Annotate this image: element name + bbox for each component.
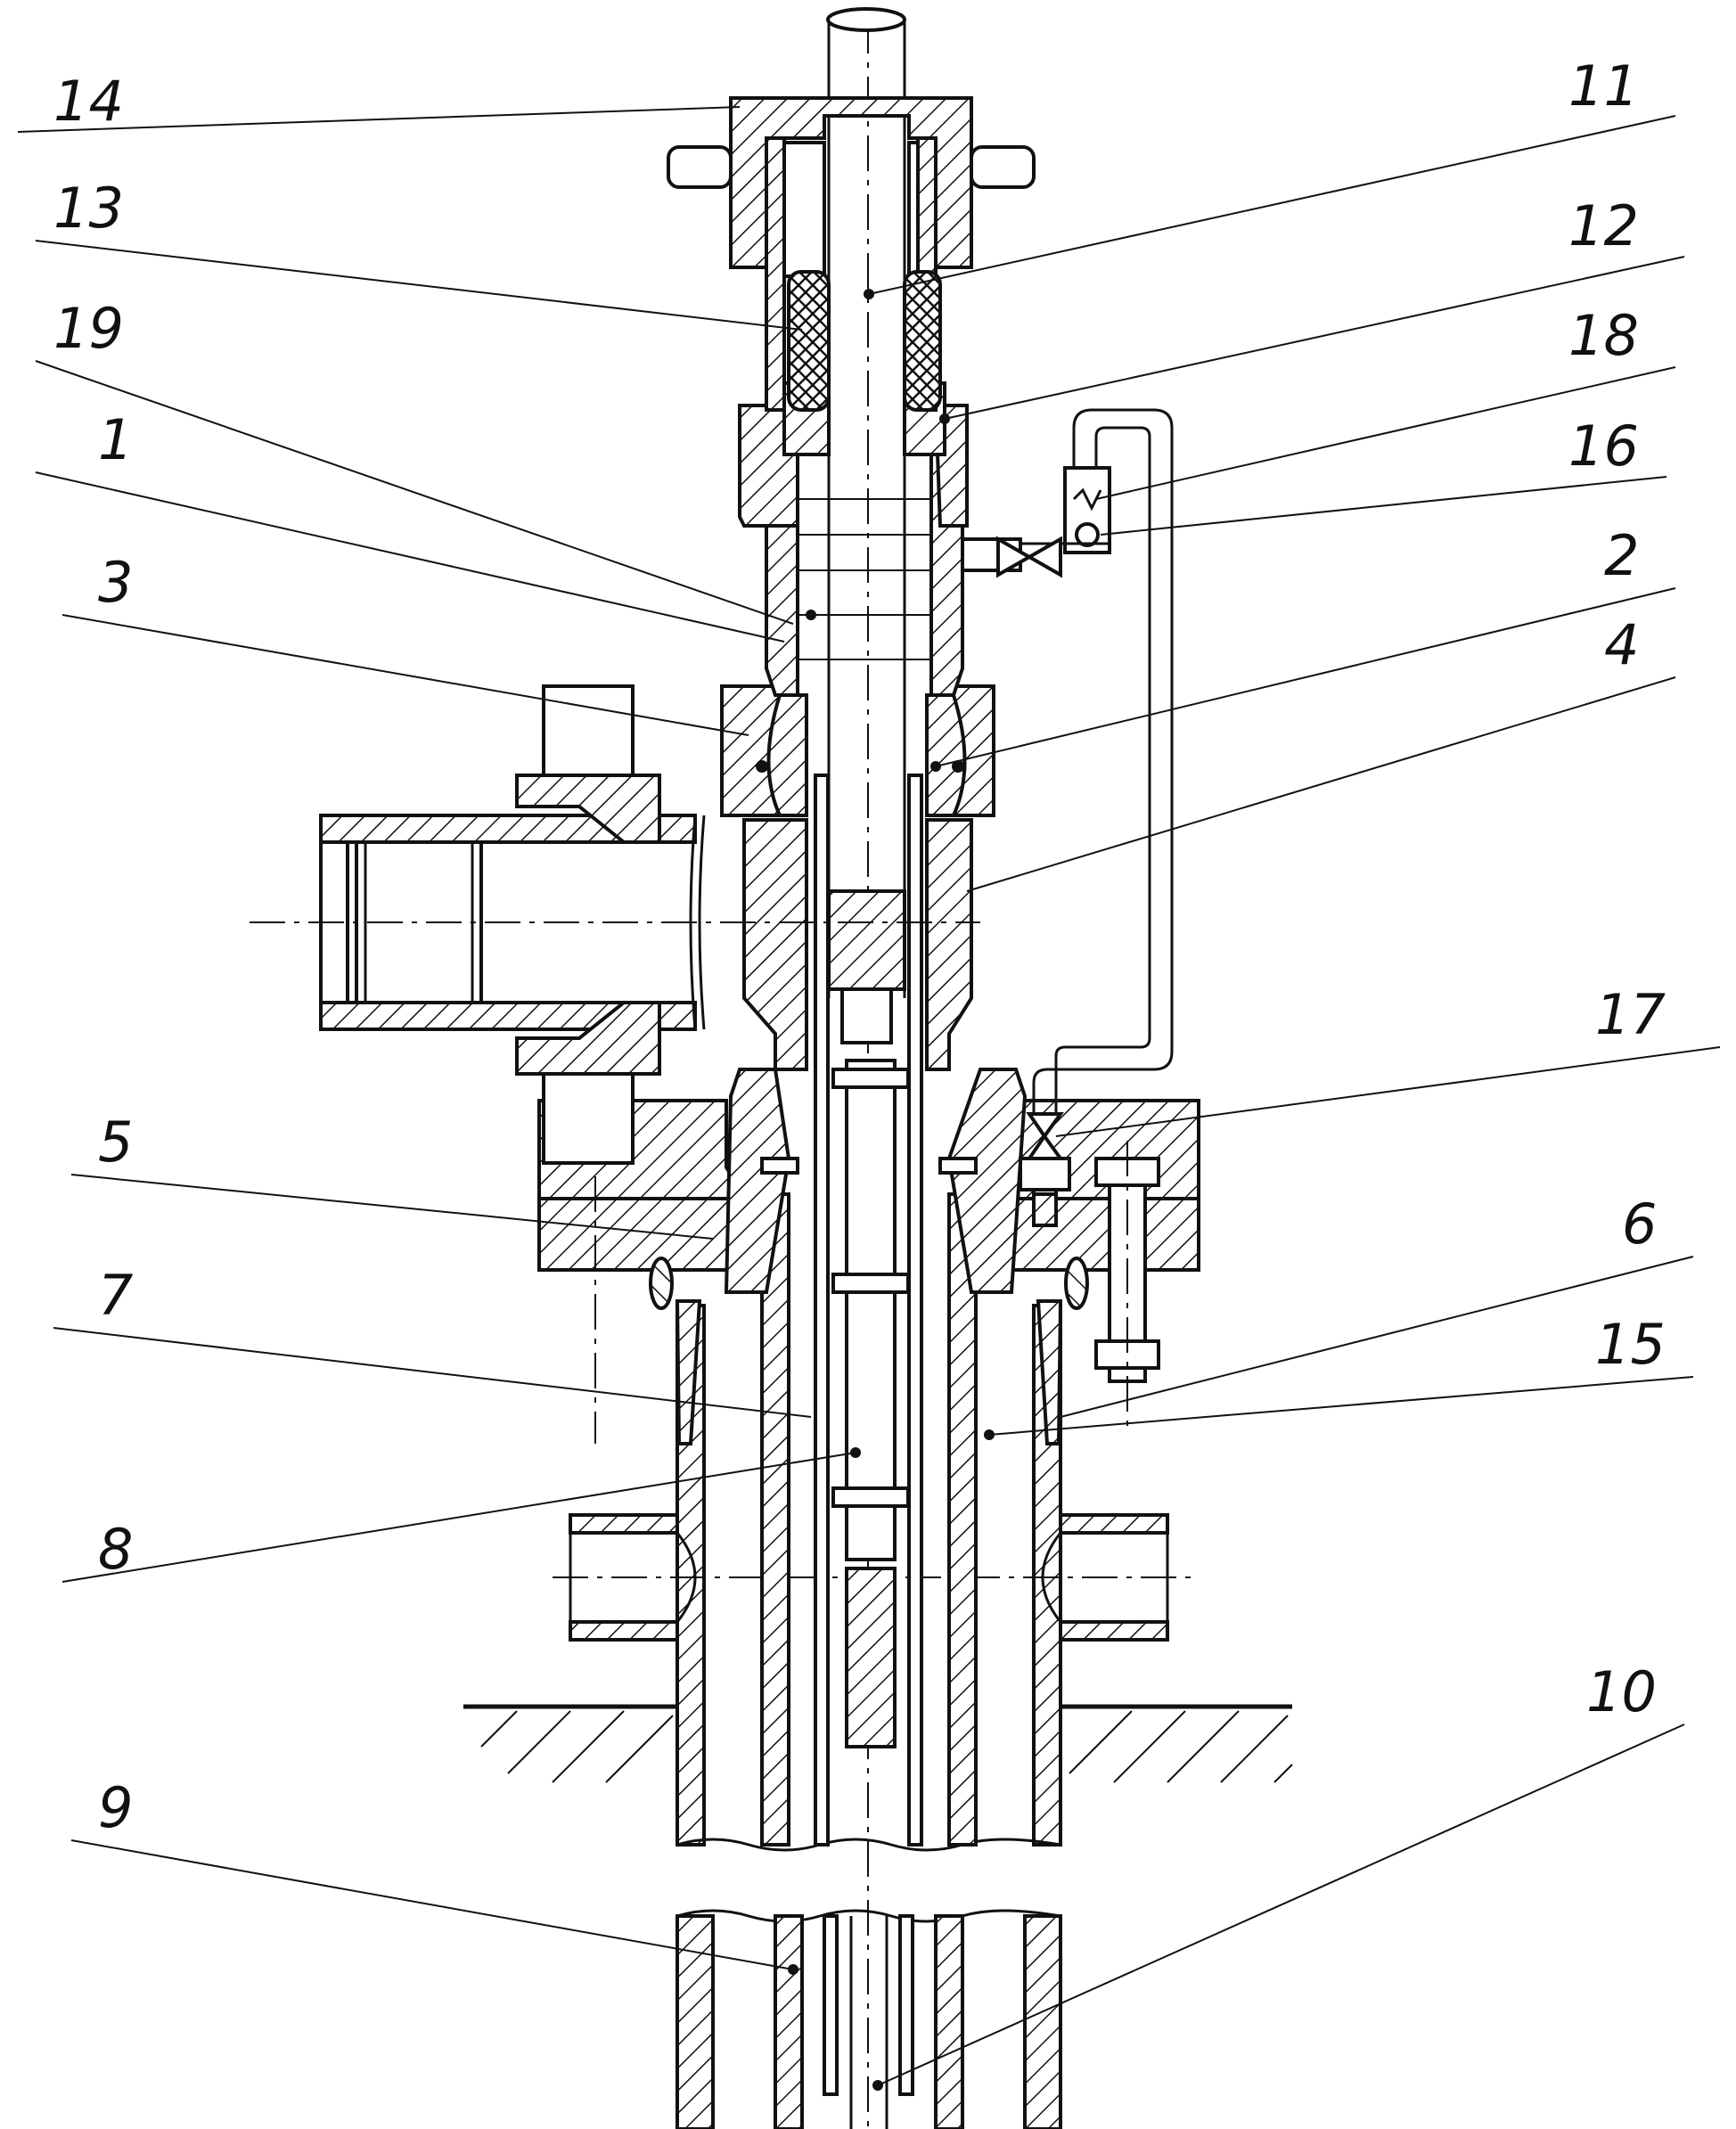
leader-lines bbox=[17, 106, 1721, 2086]
gasket-rings bbox=[649, 1257, 1089, 1310]
callout-6: 6 bbox=[1622, 1191, 1657, 1257]
side-outlet bbox=[250, 684, 980, 1165]
shutoff-valve-upper bbox=[996, 536, 1110, 578]
inner-tube bbox=[814, 774, 923, 2096]
callout-5: 5 bbox=[98, 1110, 133, 1175]
wedge-seals bbox=[675, 1299, 1063, 1445]
ground-surface bbox=[463, 1704, 1293, 1783]
callout-3: 3 bbox=[98, 550, 133, 615]
check-valve bbox=[1063, 466, 1111, 554]
packing-rings bbox=[787, 270, 942, 412]
outer-casing bbox=[676, 1304, 1062, 2129]
callout-16: 16 bbox=[1568, 414, 1639, 479]
callout-7: 7 bbox=[98, 1263, 133, 1328]
callout-13: 13 bbox=[53, 176, 124, 241]
callout-10: 10 bbox=[1586, 1659, 1657, 1724]
callouts-right: 11 12 18 16 2 4 17 6 15 10 bbox=[1568, 53, 1666, 1724]
callouts-left: 14 13 19 1 3 5 7 8 9 bbox=[53, 69, 133, 1840]
polished-rod bbox=[826, 7, 906, 1044]
callout-1: 1 bbox=[98, 407, 133, 472]
callout-8: 8 bbox=[98, 1517, 133, 1582]
shutoff-valve-lower bbox=[1019, 1112, 1071, 1227]
callout-18: 18 bbox=[1568, 303, 1639, 368]
leader-dots bbox=[788, 289, 995, 2091]
stuffing-cylinder bbox=[765, 453, 1022, 697]
callout-4: 4 bbox=[1604, 612, 1639, 677]
tee-body bbox=[742, 818, 973, 1071]
callout-12: 12 bbox=[1568, 193, 1639, 258]
callout-14: 14 bbox=[53, 69, 124, 134]
ball-joint bbox=[720, 684, 995, 817]
bypass-line bbox=[1032, 408, 1174, 1114]
callout-19: 19 bbox=[53, 296, 124, 361]
packing-cap bbox=[667, 96, 1036, 412]
callout-17: 17 bbox=[1595, 982, 1666, 1047]
pump-rod bbox=[831, 1059, 910, 2129]
callout-11: 11 bbox=[1568, 53, 1639, 119]
callout-9: 9 bbox=[98, 1775, 133, 1840]
flange-bolt bbox=[594, 1141, 1160, 1444]
callout-2: 2 bbox=[1604, 523, 1639, 588]
side-flowline-right bbox=[1041, 1513, 1169, 1642]
callout-15: 15 bbox=[1595, 1312, 1666, 1377]
